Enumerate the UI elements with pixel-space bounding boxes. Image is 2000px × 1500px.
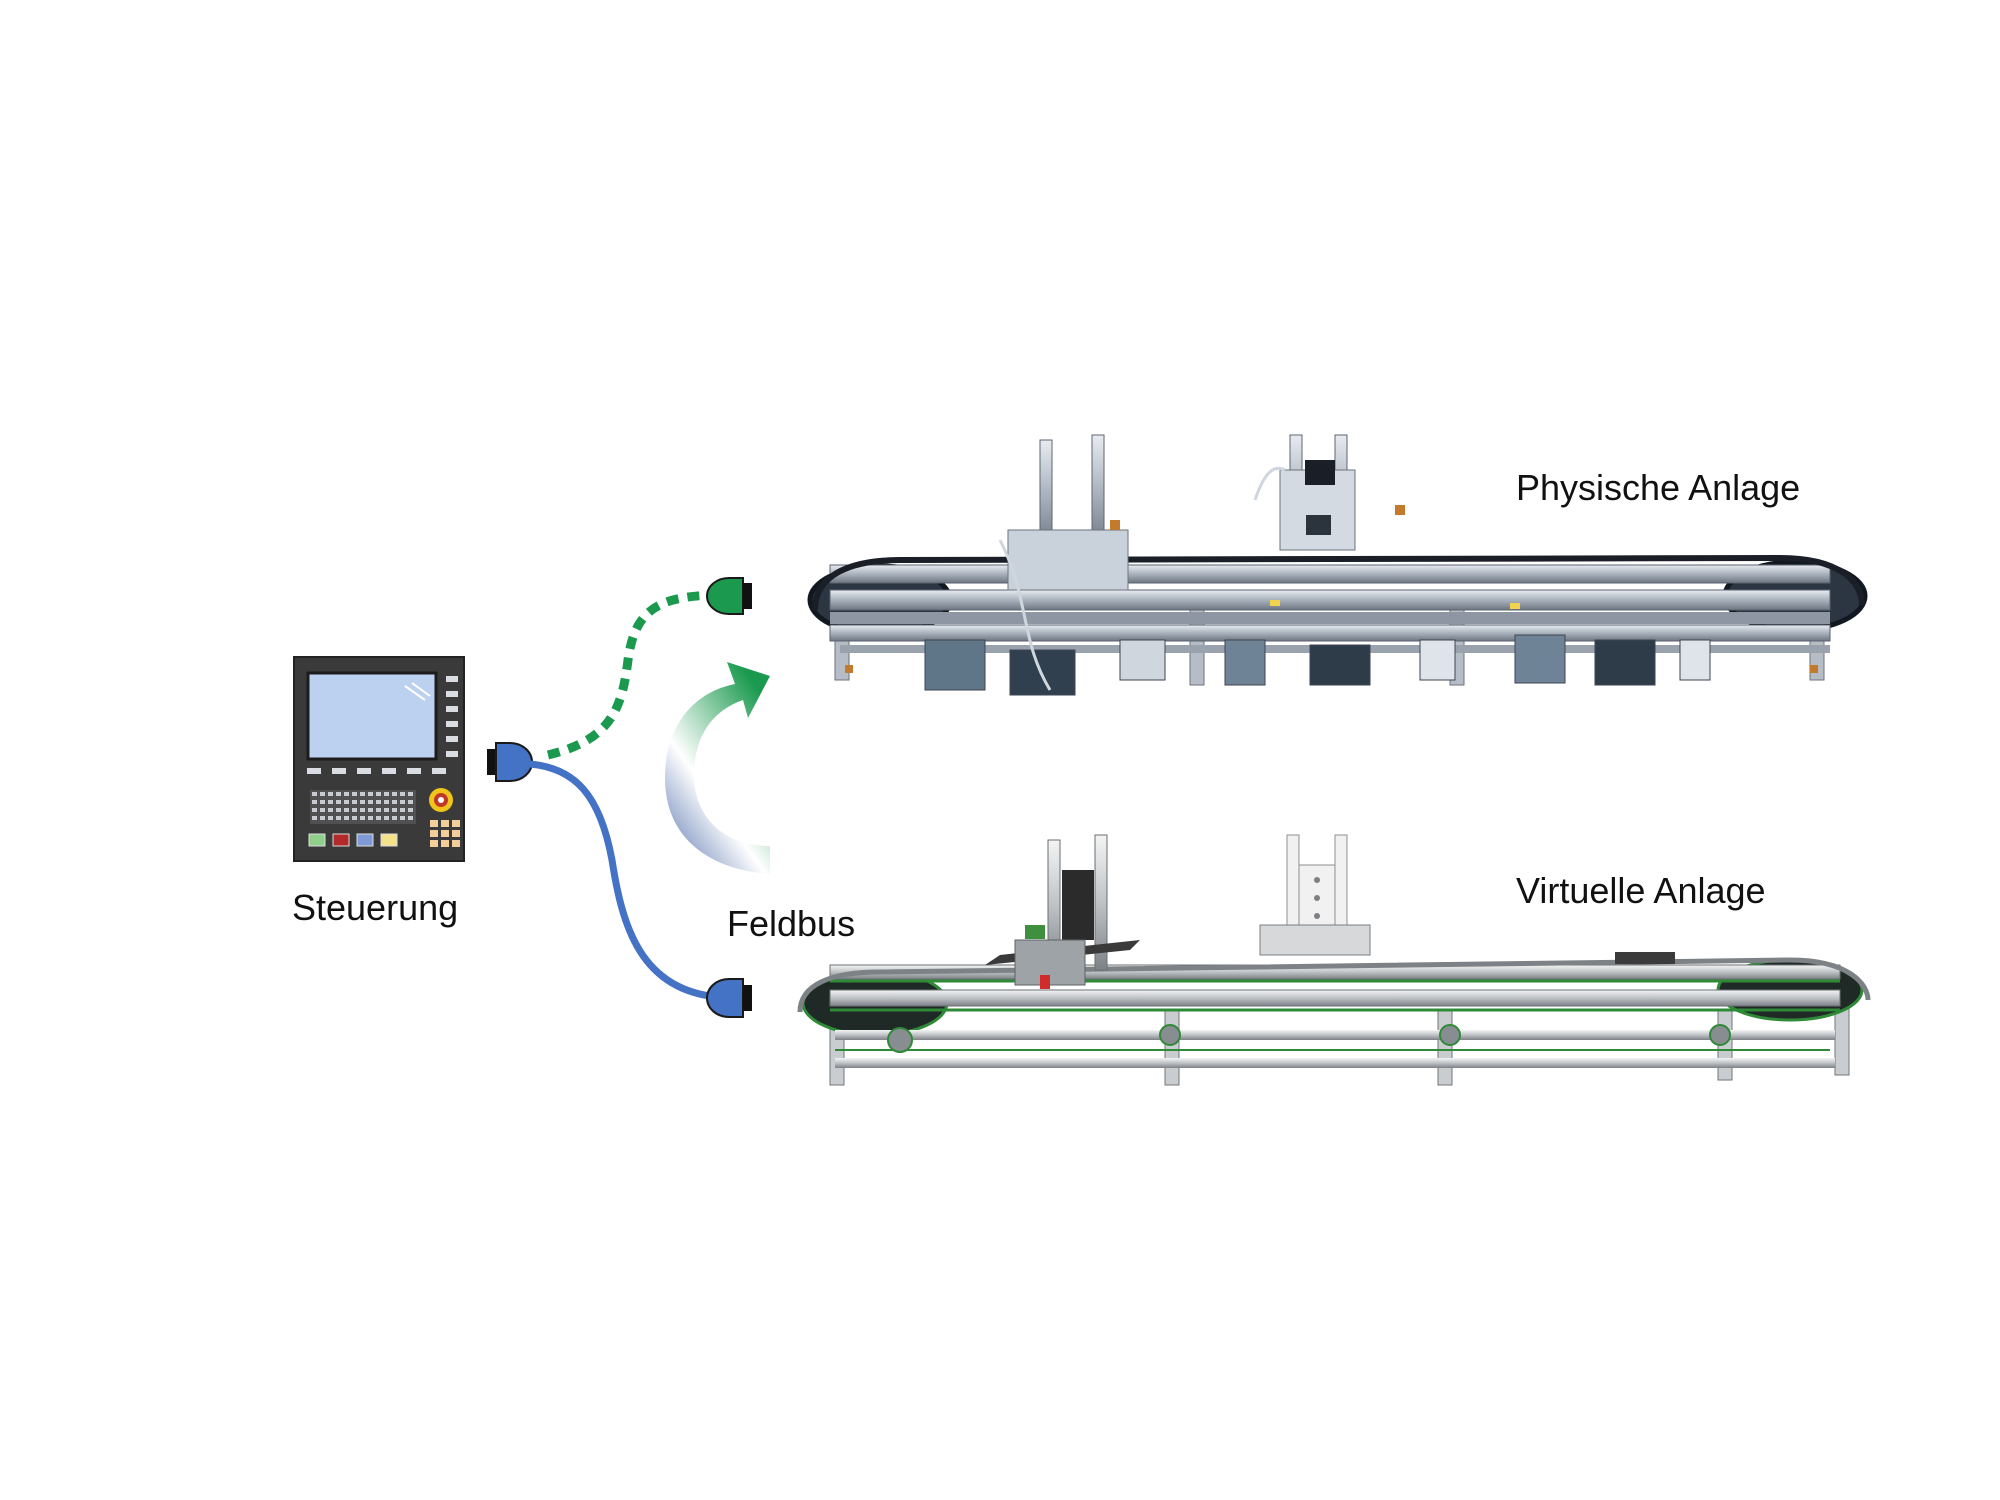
virtual-plant-image [797, 834, 1871, 1086]
controller-bus-connector-icon [487, 742, 533, 782]
virtual-bus-connector-icon [706, 978, 752, 1018]
physical-plant-label: Physische Anlage [1516, 467, 1801, 508]
numeric-keypad [430, 820, 460, 847]
function-keys [308, 833, 398, 847]
side-softkeys [446, 676, 458, 757]
controller-panel [293, 656, 465, 862]
controller-label: Steuerung [292, 887, 459, 928]
virtual-link-line [529, 760, 719, 1001]
controller-screen [306, 671, 438, 761]
fieldbus-label: Feldbus [727, 903, 856, 944]
virtual-plant-label: Virtuelle Anlage [1516, 870, 1766, 911]
physical-bus-connector-icon [706, 577, 752, 615]
curved-switch-arrow-icon [665, 662, 770, 874]
bottom-softkeys [307, 768, 446, 774]
physical-plant-image [807, 434, 1868, 696]
physical-link-line [546, 590, 719, 760]
emergency-stop-icon [429, 788, 453, 812]
keyboard-grid [310, 790, 416, 824]
